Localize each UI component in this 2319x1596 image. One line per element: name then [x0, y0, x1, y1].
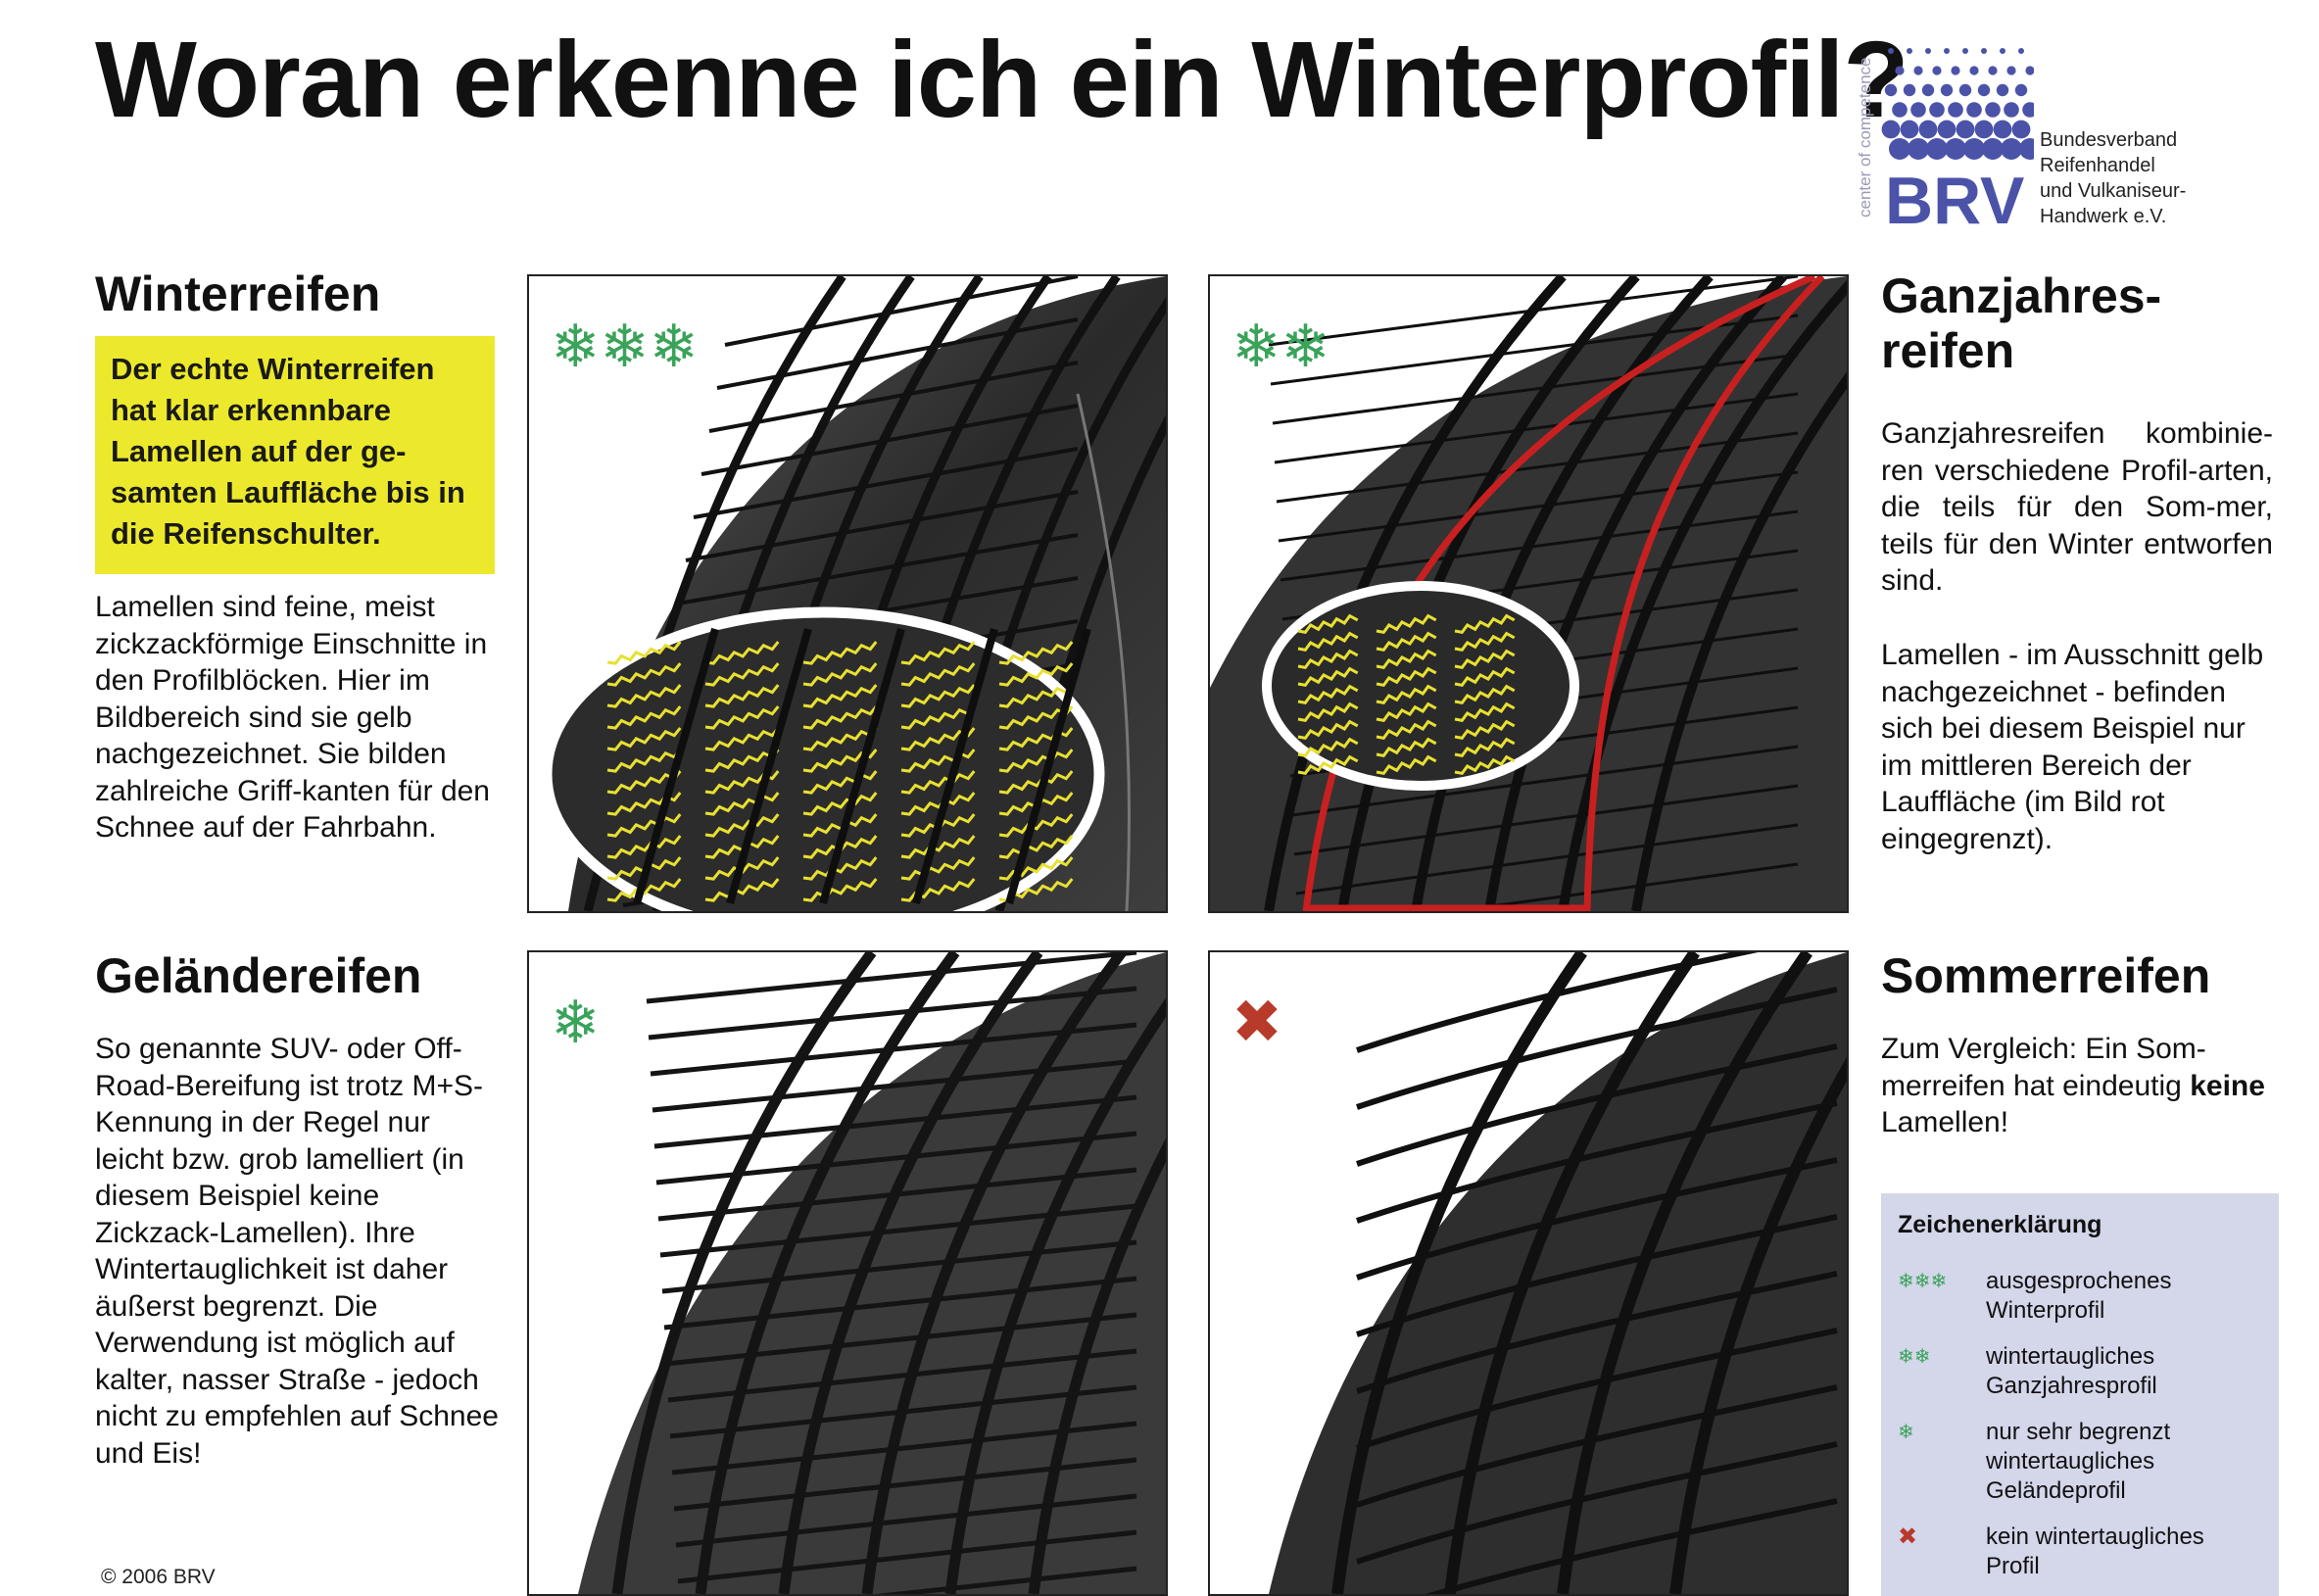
- winter-heading: Winterreifen: [95, 266, 381, 321]
- offroad-heading: Geländereifen: [95, 948, 422, 1003]
- legend-title: Zeichenerklärung: [1898, 1211, 2102, 1238]
- winter-tire-photo: ❄❄❄: [527, 274, 1168, 913]
- cross-icon: ✖: [1232, 986, 1282, 1057]
- brv-logo: BRV: [1881, 48, 2034, 227]
- snowflake-icon: ❄❄❄: [551, 313, 699, 381]
- allseason-heading: Ganzjahres-reifen: [1881, 268, 2162, 378]
- legend-item: ❄❄❄ ausgesprochenes Winterprofil: [1898, 1268, 2172, 1324]
- snowflake-icon: ❄❄: [1232, 313, 1330, 381]
- copyright: © 2006 BRV: [101, 1566, 216, 1588]
- legend-item: ❄ nur sehr begrenzt wintertaugliches Gel…: [1898, 1419, 2171, 1504]
- snowflake-icon: ❄: [1898, 1422, 1914, 1443]
- summer-heading: Sommerreifen: [1881, 948, 2211, 1003]
- winter-body: Lamellen sind feine, meist zickzackförmi…: [95, 591, 490, 844]
- snowflake-icon: ❄❄❄: [1898, 1271, 1948, 1292]
- logo-brand-text: BRV: [1885, 164, 2024, 227]
- legend-box: Zeichenerklärung ❄❄❄ ausgesprochenes Win…: [1881, 1193, 2279, 1596]
- page-title: Woran erkenne ich ein Winterprofil?: [95, 20, 1909, 140]
- allseason-body-2: Lamellen - im Ausschnitt gelb nachgezeic…: [1881, 639, 2264, 855]
- logo-org-name: Bundesverband Reifenhandel und Vulkanise…: [2040, 129, 2187, 227]
- legend-item: ✖ kein wintertaugliches Profil: [1898, 1523, 2204, 1579]
- logo-tagline: center of competence: [1856, 57, 1874, 218]
- snowflake-icon: ❄: [551, 989, 600, 1057]
- cross-icon: ✖: [1898, 1523, 1918, 1550]
- summer-tire-photo: ✖: [1208, 950, 1849, 1596]
- offroad-body: So genannte SUV- oder Off-Road-Bereifung…: [95, 1033, 499, 1470]
- snowflake-icon: ❄❄: [1898, 1346, 1931, 1368]
- offroad-tire-photo: ❄: [527, 950, 1168, 1596]
- summer-body-emphasis: keine: [2190, 1069, 2265, 1102]
- winter-callout: Der echte Winterreifen hat klar erkennba…: [95, 336, 495, 574]
- legend-item: ❄❄ wintertaugliches Ganzjahresprofil: [1898, 1343, 2157, 1399]
- allseason-tire-photo: ❄❄: [1208, 274, 1849, 913]
- allseason-body-1: Ganzjahresreifen kombinie-ren verschiede…: [1881, 417, 2273, 597]
- summer-body: Zum Vergleich: Ein Som-merreifen hat ein…: [1881, 1033, 2265, 1138]
